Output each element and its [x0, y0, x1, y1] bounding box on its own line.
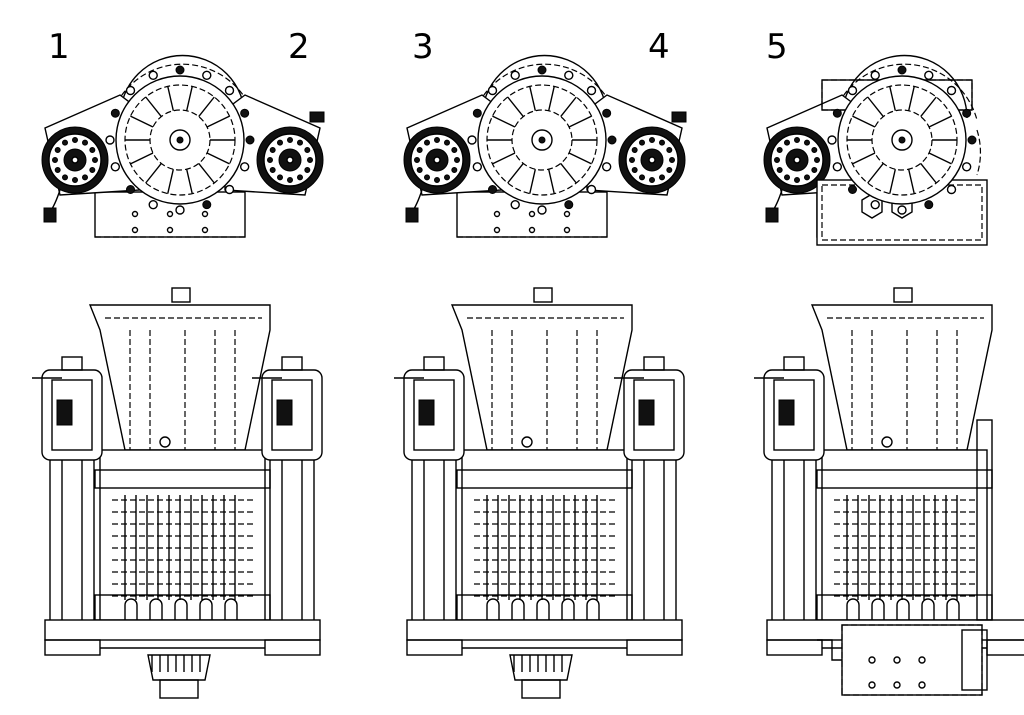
- outer-housing: [831, 63, 978, 121]
- top-view-configuration-b: [403, 54, 687, 238]
- bolt: [586, 85, 597, 96]
- bolt: [924, 70, 934, 81]
- bolt: [924, 200, 934, 210]
- bolt: [224, 85, 235, 96]
- bolt: [110, 162, 121, 172]
- bolt: [148, 70, 158, 81]
- base-frame: [406, 619, 683, 641]
- bolt: [472, 162, 483, 172]
- bolt: [245, 135, 255, 145]
- bolt: [537, 205, 547, 215]
- bolt: [847, 85, 858, 96]
- bolt: [967, 135, 977, 145]
- bolt: [897, 205, 907, 215]
- bolt: [510, 199, 520, 210]
- front-view-configuration-c: [754, 287, 1024, 696]
- valve-block: [841, 624, 983, 696]
- bolt: [175, 205, 185, 215]
- top-cap: [171, 287, 191, 303]
- bolt: [239, 162, 250, 172]
- bolt: [607, 135, 617, 145]
- bolt: [148, 199, 158, 210]
- bolt: [601, 162, 612, 172]
- body: [99, 449, 266, 626]
- bolt: [510, 70, 520, 81]
- top-view-configuration-c: [763, 54, 988, 246]
- tank: [88, 304, 271, 451]
- bolt: [110, 108, 120, 118]
- bolt: [946, 85, 957, 96]
- body: [821, 449, 988, 626]
- connector: [43, 207, 57, 223]
- bolt: [586, 184, 597, 195]
- label-1: 1: [48, 27, 70, 67]
- bolt: [848, 184, 858, 194]
- top-cap: [533, 287, 553, 303]
- drive-fins: [509, 654, 573, 681]
- label-5: 5: [766, 27, 788, 67]
- connector: [309, 111, 325, 123]
- bolt: [467, 135, 477, 145]
- label-3: 3: [412, 27, 434, 67]
- bolt: [602, 108, 612, 118]
- bolt: [125, 85, 136, 96]
- outer-housing: [109, 63, 256, 121]
- connector: [671, 111, 687, 123]
- bolt: [564, 70, 574, 81]
- bolt: [827, 135, 837, 145]
- tank: [810, 304, 993, 451]
- bolt: [962, 108, 972, 118]
- bolt: [487, 85, 498, 96]
- label-2: 2: [288, 27, 310, 67]
- front-view-configuration-b: [394, 287, 685, 699]
- front-view-configuration-a: [32, 287, 323, 699]
- bolt: [564, 200, 574, 210]
- bolt: [946, 184, 957, 195]
- bolt: [472, 108, 482, 118]
- bolt: [897, 65, 907, 75]
- top-view-configuration-a: [41, 54, 325, 238]
- base-frame: [44, 619, 321, 641]
- bolt: [537, 65, 547, 75]
- connector: [405, 207, 419, 223]
- connector: [765, 207, 779, 223]
- top-cap: [893, 287, 913, 303]
- bolt: [870, 199, 880, 210]
- bolt: [126, 184, 136, 194]
- bolt: [105, 135, 115, 145]
- bolt: [202, 70, 212, 81]
- bolt: [870, 70, 880, 81]
- bolt: [488, 184, 498, 194]
- bolt: [175, 65, 185, 75]
- tank: [450, 304, 633, 451]
- bolt: [224, 184, 235, 195]
- outer-housing: [471, 63, 618, 121]
- bolt: [832, 108, 842, 118]
- bolt: [961, 162, 972, 172]
- bolt: [240, 108, 250, 118]
- label-4: 4: [648, 27, 670, 67]
- bolt: [832, 162, 843, 172]
- bolt: [202, 200, 212, 210]
